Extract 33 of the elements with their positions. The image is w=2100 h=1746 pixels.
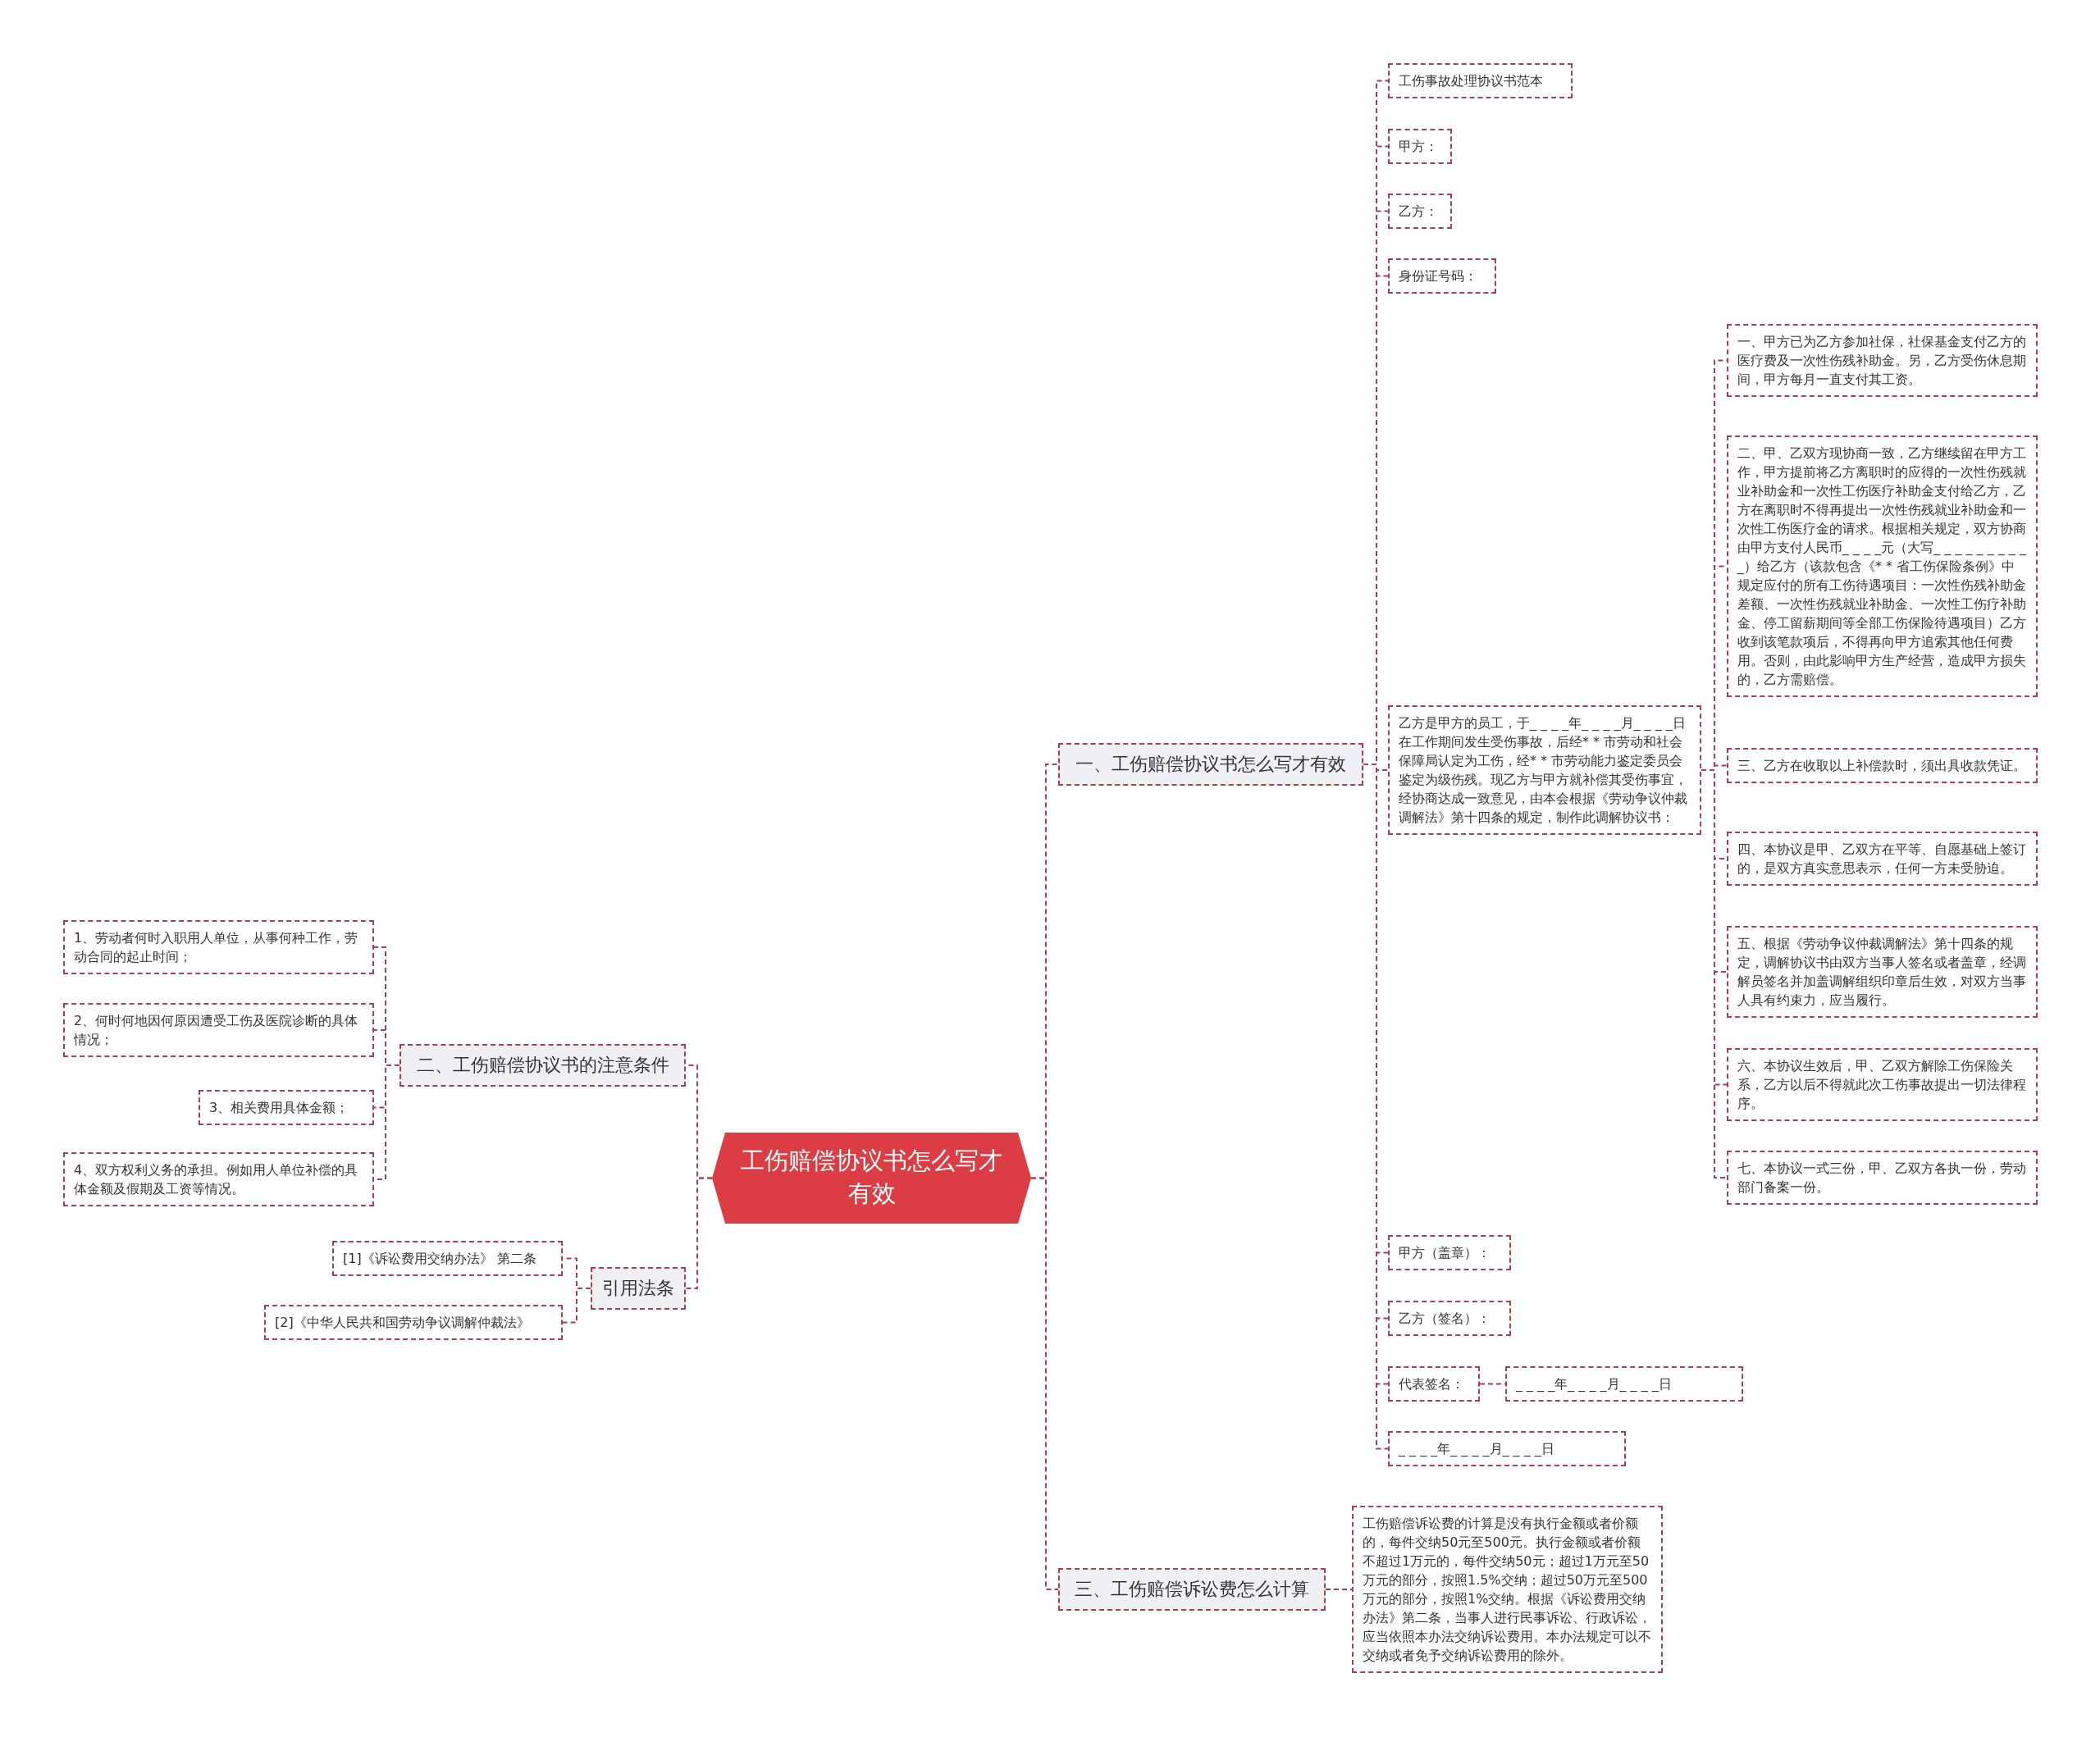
subtopic-box: [2]《中华人民共和国劳动争议调解仲裁法》 [264,1305,563,1340]
subtopic-box: 甲方： [1388,129,1452,164]
subtopic-box: 四、本协议是甲、乙双方在平等、自愿基础上签订的，是双方真实意思表示，任何一方未受胁迫。 [1727,832,2038,886]
subtopic-box: 乙方是甲方的员工，于_ _ _ _年_ _ _ _月_ _ _ _日在工作期间发生受伤事故，后经* * 市劳动和社会保障局认定为工伤，经* * 市劳动能力鉴定委员会鉴定为级伤残。现乙方与甲方就补偿其受伤事宜，经协商达成一致意见，由本会根据《劳动争议仲裁调解法》第十四条的规定，制作此调解协议书： [1388,705,1701,835]
connector-line [685,1177,713,1289]
subtopic-box: 4、双方权利义务的承担。例如用人单位补偿的具体金额及假期及工资等情况。 [63,1152,374,1206]
subtopic-box: _ _ _ _年_ _ _ _月_ _ _ _日 [1388,1431,1626,1466]
subtopic-box: 一、甲方已为乙方参加社保，社保基金支付乙方的医疗费及一次性伤残补助金。另，乙方受伤休息期间，甲方每月一直支付其工资。 [1727,324,2038,397]
subtopic-box: 甲方（盖章）： [1388,1235,1511,1270]
topic-box: 引用法条 [591,1267,686,1310]
subtopic-box: [1]《诉讼费用交纳办法》 第二条 [332,1241,563,1276]
central-topic: 工伤赔偿协议书怎么写才有效 [712,1133,1031,1224]
topic-box: 二、工伤赔偿协议书的注意条件 [399,1044,686,1087]
subtopic-box: 五、根据《劳动争议仲裁调解法》第十四条的规定，调解协议书由双方当事人签名或者盖章，经调解员签名并加盖调解组织印章后生效，对双方当事人具有约束力，应当履行。 [1727,926,2038,1018]
subtopic-box: _ _ _ _年_ _ _ _月_ _ _ _日 [1505,1366,1743,1402]
subtopic-box: 七、本协议一式三份，甲、乙双方各执一份，劳动部门备案一份。 [1727,1151,2038,1205]
connector-line [562,1288,591,1324]
subtopic-box: 工伤事故处理协议书范本 [1388,63,1573,98]
connector-line [1030,1177,1059,1590]
topic-box: 三、工伤赔偿诉讼费怎么计算 [1058,1568,1326,1611]
subtopic-box: 3、相关费用具体金额； [199,1090,374,1125]
subtopic-box: 2、何时何地因何原因遭受工伤及医院诊断的具体情况； [63,1003,374,1057]
subtopic-box: 乙方（签名）： [1388,1301,1511,1336]
subtopic-box: 二、甲、乙双方现协商一致，乙方继续留在甲方工作，甲方提前将乙方离职时的应得的一次性伤残就业补助金和一次性工伤医疗补助金支付给乙方，乙方在离职时不得再提出一次性伤残就业补助金和一次性工伤医疗金的请求。根据相关规定，双方协商由甲方支付人民币_ _ _ _元（大写_ _ _ _ _ _ _ _ _ _）给乙方（该款包含《* * 省工伤保险条例》中规定应付的所有工伤待遇项目：一次性伤残补助金差额、一次性伤残就业补助金、一次性工伤疗补助金、停工留薪期间等全部工伤保险待遇项目）乙方收到该笔款项后，不得再向甲方追索其他任何费用。否则，由此影响甲方生产经营，造成甲方损失的，乙方需赔偿。 [1727,435,2038,697]
subtopic-box: 身份证号码： [1388,258,1496,294]
subtopic-box: 工伤赔偿诉讼费的计算是没有执行金额或者价额的，每件交纳50元至500元。执行金额或者价额不超过1万元的，每件交纳50元；超过1万元至50万元的部分，按照1.5%交纳；超过50万元至500万元的部分，按照1%交纳。根据《诉讼费用交纳办法》第二条，当事人进行民事诉讼、行政诉讼，应当依照本办法交纳诉讼费用。本办法规定可以不交纳或者免予交纳诉讼费用的除外。 [1352,1506,1663,1673]
connector-line [1325,1589,1353,1590]
subtopic-box: 六、本协议生效后，甲、乙双方解除工伤保险关系，乙方以后不得就此次工伤事故提出一切法律程序。 [1727,1048,2038,1121]
subtopic-box: 代表签名： [1388,1366,1480,1402]
topic-box: 一、工伤赔偿协议书怎么写才有效 [1058,743,1363,786]
subtopic-box: 三、乙方在收取以上补偿款时，须出具收款凭证。 [1727,748,2038,783]
subtopic-box: 乙方： [1388,194,1452,229]
subtopic-box: 1、劳动者何时入职用人单位，从事何种工作，劳动合同的起止时间； [63,920,374,974]
